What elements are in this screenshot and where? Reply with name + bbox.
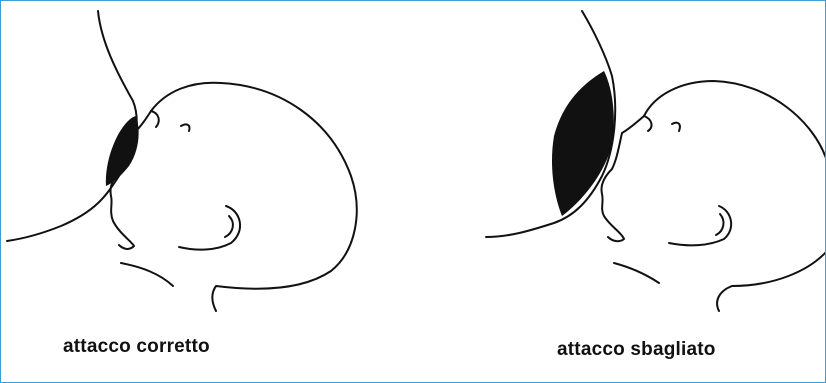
baby-ear [669,206,731,245]
caption-correct-latch: attacco corretto [63,336,210,358]
baby-eye [181,124,189,131]
baby-head-outline [151,83,357,311]
correct-latch-illustration [1,1,414,383]
baby-ear [179,206,240,250]
baby-head-outline [644,81,826,161]
baby-nose [151,111,159,127]
correct-latch-drawing [1,1,414,383]
caption-incorrect-latch: attacco sbagliato [557,339,716,361]
baby-neck [614,263,659,283]
areola-shading [552,71,614,216]
baby-eye [672,123,680,131]
areola-shading [106,116,139,186]
breast-outline [7,11,137,241]
baby-neck [121,263,173,286]
incorrect-latch-drawing [414,1,826,383]
baby-nose [644,116,651,131]
incorrect-latch-illustration [414,1,826,383]
